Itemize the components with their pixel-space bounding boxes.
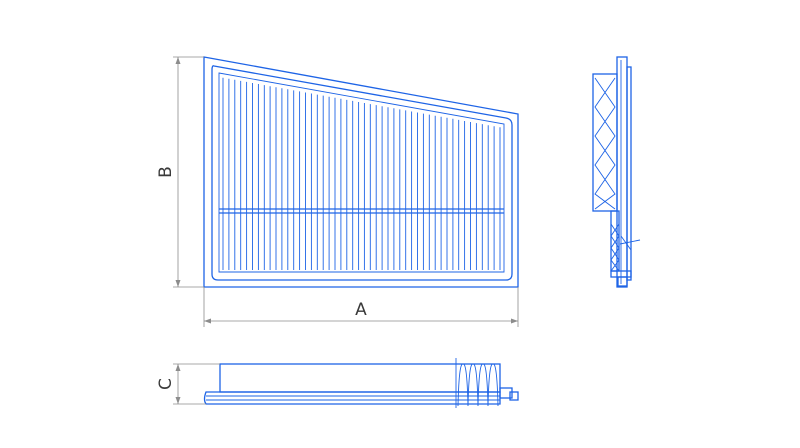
filter-media-boundary xyxy=(218,72,505,273)
filter-pleats xyxy=(222,77,501,270)
bottom-flange xyxy=(203,391,501,405)
dimension-b: B xyxy=(156,56,204,288)
side-view xyxy=(592,56,641,288)
bottom-view xyxy=(203,358,519,408)
dimension-a: A xyxy=(203,287,519,327)
spring-coil xyxy=(457,363,499,407)
dimension-label-a: A xyxy=(355,300,367,320)
front-frame-inner xyxy=(211,65,513,281)
side-media-block xyxy=(592,73,618,212)
dimension-label-b: B xyxy=(156,166,176,178)
side-frame-lip xyxy=(626,66,632,281)
front-view xyxy=(203,56,519,288)
bottom-media-strip xyxy=(219,363,501,393)
sealing-spring xyxy=(455,358,499,408)
dimension-c: C xyxy=(156,363,220,405)
dimension-label-c: C xyxy=(156,378,176,390)
